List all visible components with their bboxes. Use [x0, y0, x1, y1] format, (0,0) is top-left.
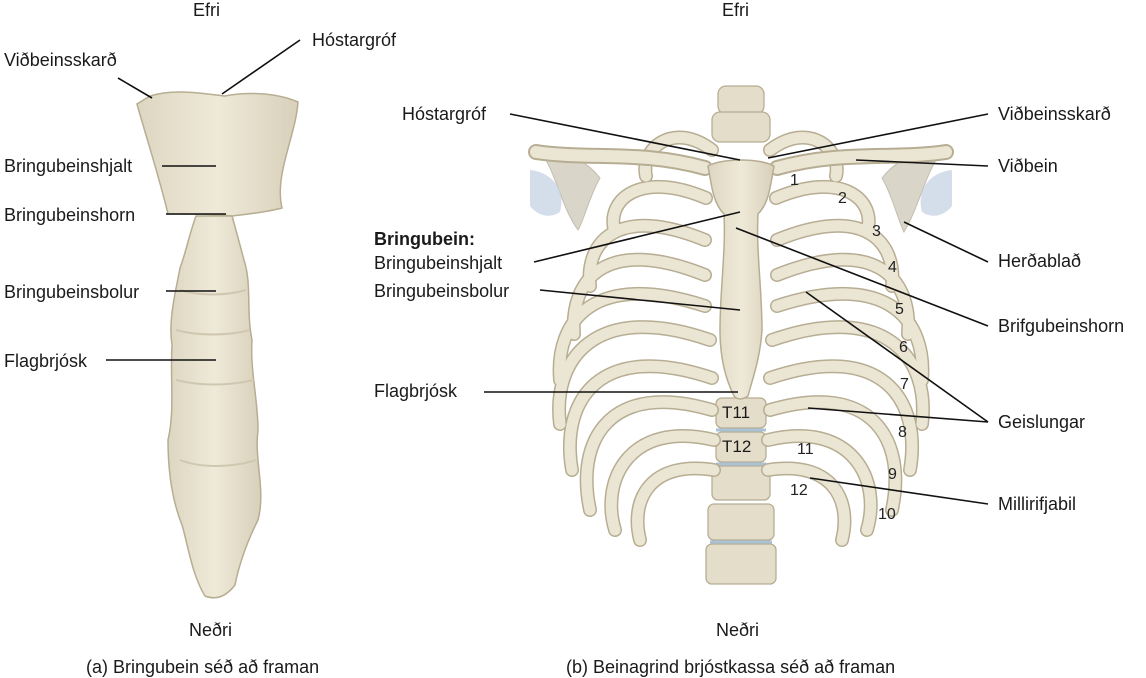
leader-b-intercostal — [809, 477, 989, 505]
leader-b-jugular-notch — [509, 113, 741, 161]
vertebral-column — [705, 85, 777, 585]
sternum-b — [707, 159, 775, 400]
rib-number-4: 4 — [888, 259, 897, 276]
sternum-a-body — [167, 215, 262, 599]
label-a-manubrium: Bringubeinshjalt — [4, 156, 133, 176]
panel-b-bottom-label: Neðri — [716, 620, 760, 640]
panel-b-top-label: Efri — [722, 0, 749, 20]
leader-a-clavicular-notch — [117, 77, 153, 99]
label-b-body: Bringubeinsbolur — [374, 281, 510, 301]
label-b-intercostal-space: Millirifjabil — [998, 494, 1077, 514]
panel-b-caption: (b) Beinagrind brjóstkassa séð að framan — [566, 657, 896, 677]
rib-number-3: 3 — [872, 223, 881, 240]
vertebra-t11-label: T11 — [722, 403, 751, 422]
leader-b-manubrium — [533, 211, 741, 263]
panel-a-bottom-label: Neðri — [189, 620, 233, 640]
label-a-clavicular-notch: Viðbeinsskarð — [4, 50, 117, 70]
label-a-body: Bringubeinsbolur — [4, 282, 140, 302]
label-a-xiphoid: Flagbrjósk — [4, 351, 88, 371]
leader-b-sternal-angle — [735, 227, 989, 327]
rib-number-10: 10 — [878, 506, 896, 523]
leader-b-costal-1 — [805, 291, 989, 423]
label-b-clavicular-notch: Viðbeinsskarð — [998, 104, 1111, 124]
rib-number-2: 2 — [838, 190, 847, 207]
leader-a-jugular-notch — [221, 39, 301, 95]
leader-lines-a — [106, 39, 301, 361]
sternum-a — [136, 91, 299, 599]
leader-b-scapula — [903, 221, 989, 263]
vertebra-t12-label: T12 — [722, 437, 752, 456]
label-b-sternum-heading: Bringubein: — [374, 229, 475, 249]
rib-number-9: 9 — [888, 466, 897, 483]
label-b-costal-cartilage: Geislungar — [998, 412, 1086, 432]
rib-number-12: 12 — [790, 482, 808, 499]
rib-number-7: 7 — [900, 376, 909, 393]
label-b-xiphoid: Flagbrjósk — [374, 381, 458, 401]
label-a-jugular-notch: Hóstargróf — [312, 30, 397, 50]
leader-b-body — [539, 289, 741, 311]
rib-number-6: 6 — [899, 339, 908, 356]
rib-number-1: 1 — [790, 172, 799, 189]
label-b-manubrium: Bringubeinshjalt — [374, 253, 503, 273]
label-a-sternal-angle: Bringubeinshorn — [4, 205, 136, 225]
shoulder-right — [920, 170, 952, 216]
ribs-right-fill — [762, 132, 929, 546]
ribs-left-fill — [553, 132, 720, 546]
label-b-clavicle: Viðbein — [998, 156, 1058, 176]
panel-a-top-label: Efri — [193, 0, 220, 20]
rib-number-5: 5 — [895, 301, 904, 318]
leader-lines-b — [484, 113, 989, 505]
rib-number-11: 11 — [797, 441, 814, 458]
leader-b-clavicular-notch — [767, 113, 989, 159]
sternum-a-ridges — [175, 289, 257, 467]
thoracic-cage — [528, 85, 954, 585]
label-b-scapula: Herðablað — [998, 251, 1082, 271]
sternum-a-manubrium — [136, 91, 299, 217]
panel-a-caption: (a) Bringubein séð að framan — [86, 657, 320, 677]
label-b-sternal-angle: Brifgubeinshorn — [998, 316, 1125, 336]
leader-b-costal-2 — [807, 407, 989, 423]
shoulder-left — [530, 170, 562, 216]
rib-number-8: 8 — [898, 424, 907, 441]
label-b-jugular-notch: Hóstargróf — [402, 104, 487, 124]
leader-b-clavicle — [855, 159, 989, 167]
